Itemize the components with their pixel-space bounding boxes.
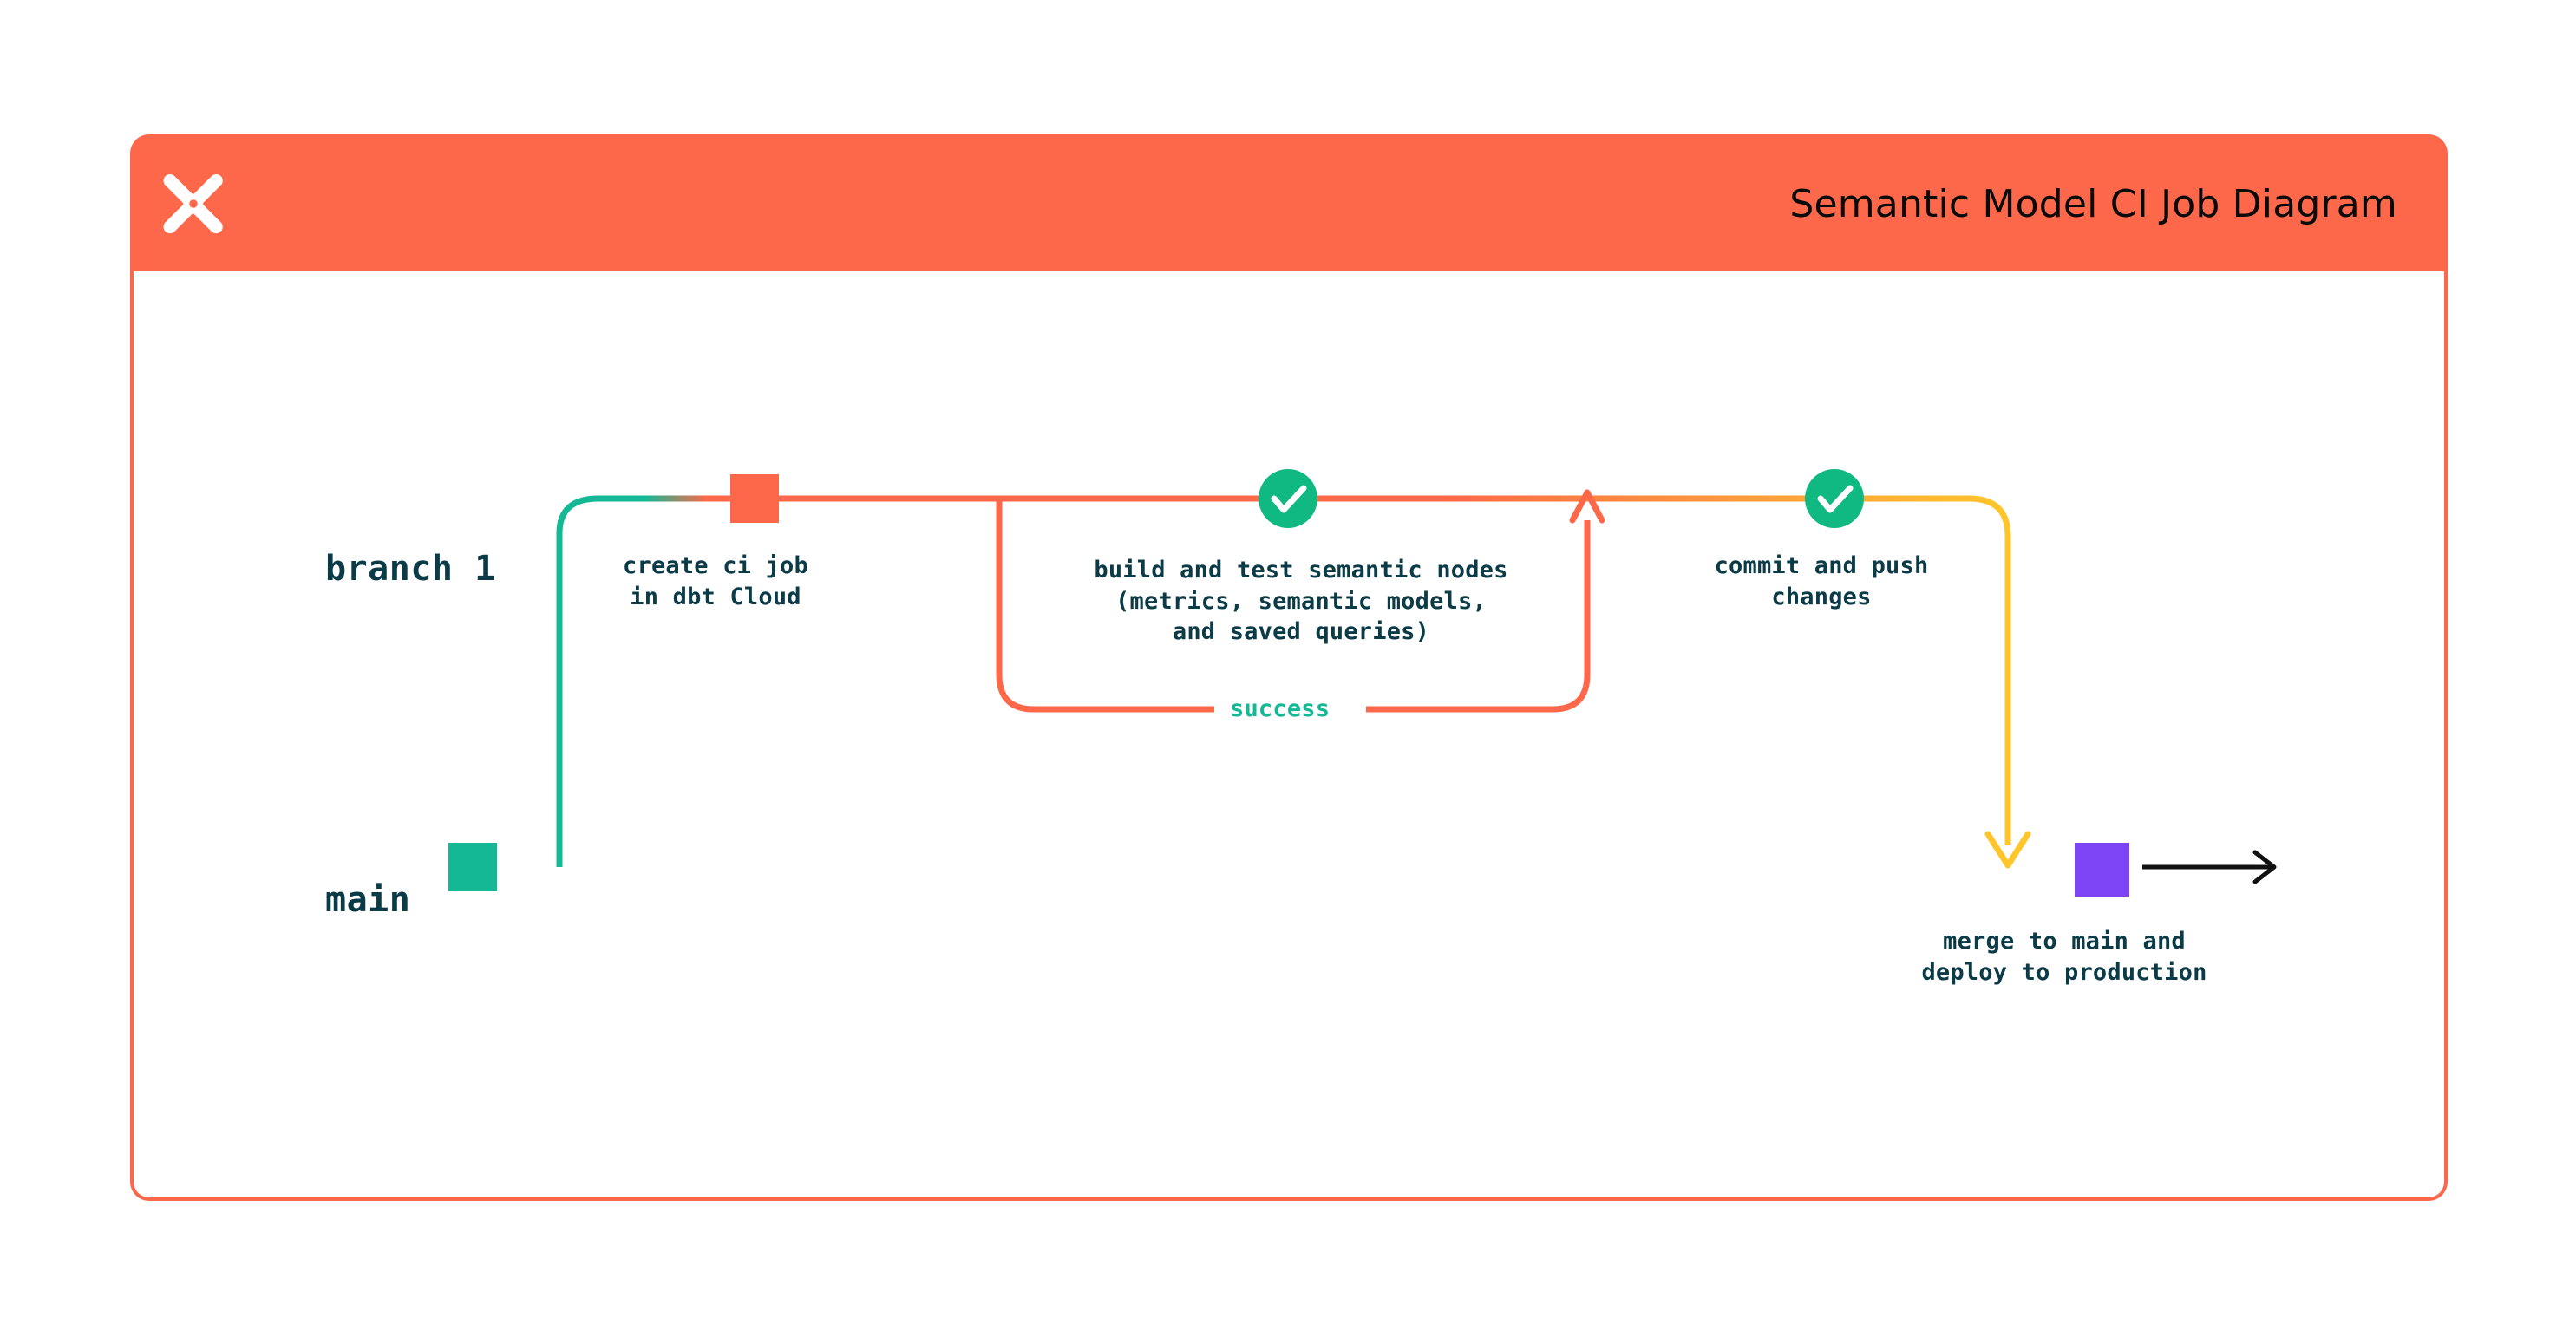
diagram-card: Semantic Model CI Job Diagram <box>130 134 2448 1201</box>
node-label-merge-to-main: merge to main and deploy to production <box>1921 928 2207 986</box>
page-title: Semantic Model CI Job Diagram <box>1789 181 2397 226</box>
node-label-create-ci-job: create ci job in dbt Cloud <box>623 552 808 610</box>
branch-label-branch1: branch 1 <box>325 549 496 589</box>
node-label-commit-and-push: commit and push changes <box>1714 552 1929 610</box>
card-header: Semantic Model CI Job Diagram <box>130 134 2448 273</box>
card-body <box>130 271 2448 1201</box>
branch-label-main: main <box>325 880 411 920</box>
node-label-build-and-test: build and test semantic nodes (metrics, … <box>1094 557 1508 646</box>
dbt-logo-icon <box>156 166 231 241</box>
edge-label-success: success <box>1230 695 1330 722</box>
